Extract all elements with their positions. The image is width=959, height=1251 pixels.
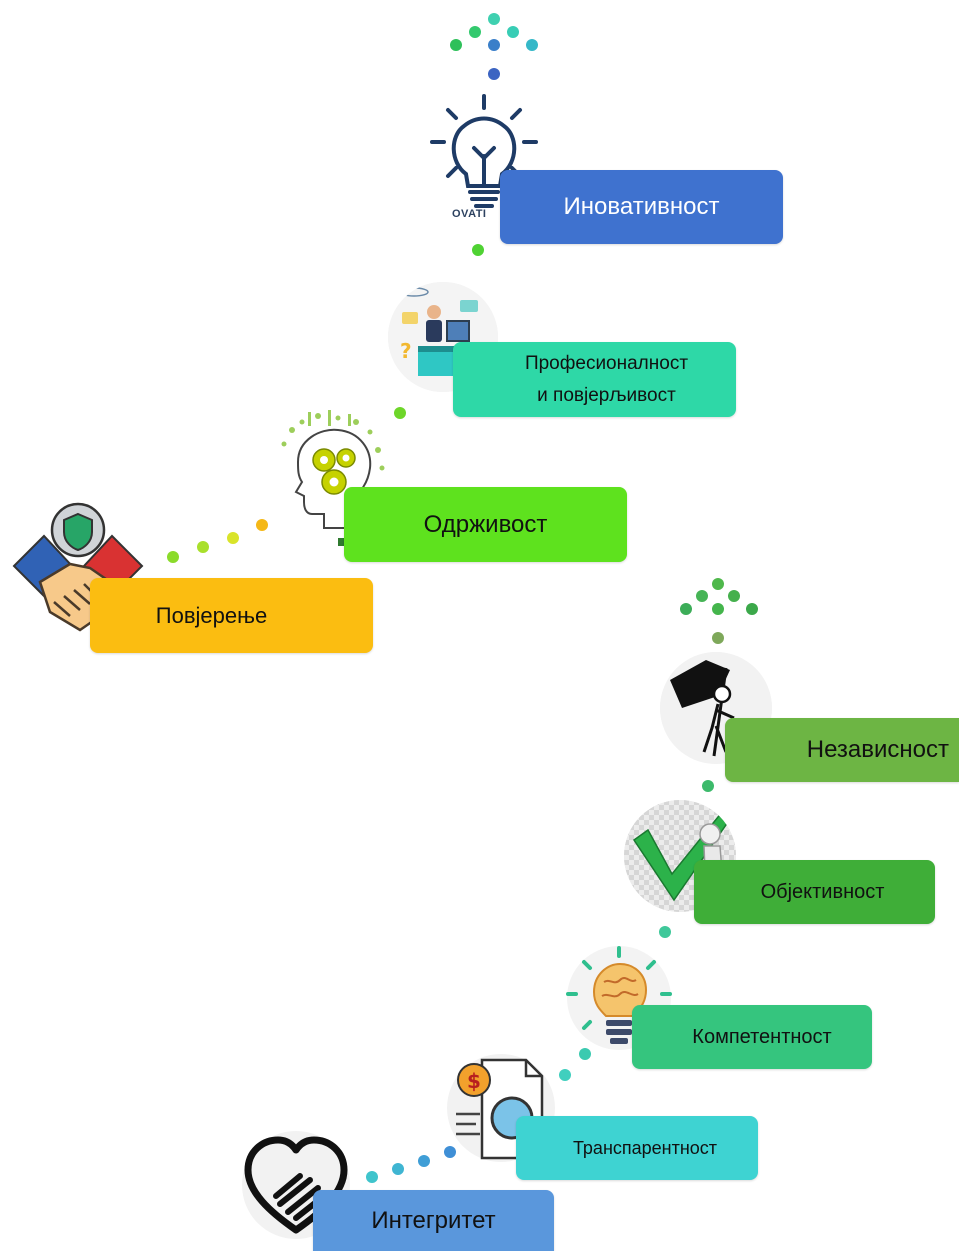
connector-dot — [488, 13, 500, 25]
connector-dot — [659, 926, 671, 938]
connector-dot — [680, 603, 692, 615]
value-label-competence[interactable]: Компетентност — [632, 1005, 872, 1069]
connector-dot — [712, 578, 724, 590]
value-label-objectivity[interactable]: Објективност — [694, 860, 935, 924]
connector-dot — [197, 541, 209, 553]
competence-text: Компетентност — [692, 1025, 832, 1048]
value-label-integrity[interactable]: Интегритет — [313, 1190, 554, 1251]
value-label-independence[interactable]: Независност — [725, 718, 959, 782]
objectivity-text: Објективност — [760, 880, 885, 903]
connector-dot — [526, 39, 538, 51]
connector-dot — [418, 1155, 430, 1167]
trust-text: Повјерење — [155, 602, 268, 628]
connector-dot — [712, 632, 724, 644]
value-label-transparency[interactable]: Транспарентност — [516, 1116, 758, 1180]
connector-dot — [469, 26, 481, 38]
connector-dot — [702, 780, 714, 792]
connector-dot — [444, 1146, 456, 1158]
connector-dot — [472, 244, 484, 256]
office-worker-icon: ? — [388, 282, 498, 392]
svg-text:?: ? — [400, 339, 412, 363]
connector-dot — [366, 1171, 378, 1183]
connector-dot — [746, 603, 758, 615]
connector-dot — [696, 590, 708, 602]
flag-bearer-icon — [660, 652, 772, 764]
connector-dot — [507, 26, 519, 38]
connector-dot — [450, 39, 462, 51]
value-label-professionalism[interactable]: Професионалност и повјерљивост — [453, 342, 736, 417]
connector-dot — [394, 407, 406, 419]
connector-dot — [488, 68, 500, 80]
lightbulb-icon — [430, 94, 538, 208]
connector-dot — [167, 551, 179, 563]
value-label-sustainability[interactable]: Одрживост — [344, 487, 627, 562]
professionalism-text: Професионалност и повјерљивост — [524, 352, 689, 406]
innovation-text: Иновативност — [563, 193, 720, 220]
integrity-text: Интегритет — [371, 1206, 496, 1234]
bulb-caption: OVATI — [452, 208, 487, 220]
connector-dot — [579, 1048, 591, 1060]
connector-dot — [256, 519, 268, 531]
connector-dot — [559, 1069, 571, 1081]
sustainability-text: Одрживост — [423, 510, 548, 538]
value-label-trust[interactable]: Повјерење — [90, 578, 373, 653]
transparency-text: Транспарентност — [572, 1137, 718, 1158]
independence-text: Независност — [806, 736, 949, 763]
connector-dot — [488, 39, 500, 51]
value-label-innovation[interactable]: Иновативност — [500, 170, 783, 244]
connector-dot — [392, 1163, 404, 1175]
connector-dot — [227, 532, 239, 544]
connector-dot — [728, 590, 740, 602]
svg-text:$: $ — [467, 1069, 481, 1093]
connector-dot — [712, 603, 724, 615]
